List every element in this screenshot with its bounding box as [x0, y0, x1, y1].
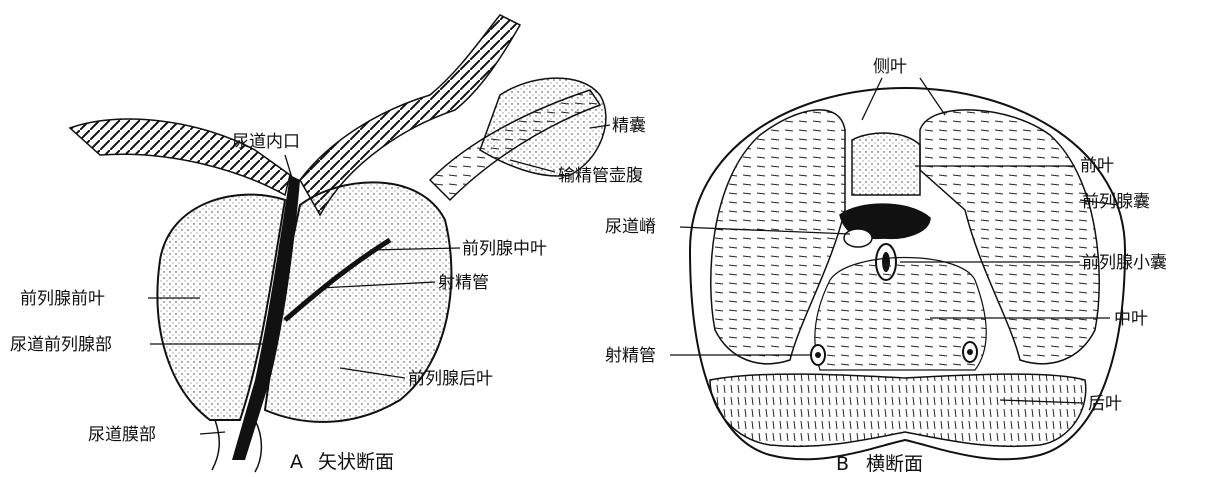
label-anterior-lobe-a: 前列腺前叶 [20, 289, 105, 309]
label-ampulla: 输精管壶腹 [558, 166, 643, 186]
caption-letter-b: B [836, 453, 849, 475]
ejaculatory-duct-left-lumen [815, 352, 821, 358]
bladder-wall-right [300, 15, 520, 215]
label-membranous-urethra: 尿道膜部 [88, 425, 156, 445]
label-posterior-lobe-a: 前列腺后叶 [408, 369, 493, 389]
label-prostatic-urethra: 尿道前列腺部 [10, 335, 112, 355]
label-lateral-lobe: 侧叶 [873, 57, 907, 77]
label-ejaculatory-duct-a: 射精管 [438, 273, 489, 293]
label-middle-lobe-a: 前列腺中叶 [462, 239, 547, 259]
label-urethral-crest: 尿道嵴 [605, 217, 656, 237]
label-ejaculatory-duct-b: 射精管 [605, 346, 656, 366]
urethral-crest-shape [844, 229, 872, 247]
label-middle-lobe-b: 中叶 [1114, 309, 1148, 329]
middle-lobe-b [815, 258, 986, 371]
label-anterior-lobe-b: 前叶 [1080, 156, 1114, 176]
bladder-wall-left [70, 119, 290, 195]
label-prostatic-utricle: 前列腺小囊 [1082, 253, 1167, 273]
panel-b-transverse: 侧叶 前叶 前列腺囊 尿道嵴 前列腺小囊 中叶 射精管 后叶 B 横断面 [605, 57, 1167, 475]
anterior-lobe-b [852, 133, 920, 195]
panel-a-sagittal: 尿道内口 精囊 输精管壶腹 前列腺中叶 射精管 前列腺前叶 尿道前列腺部 前列腺… [10, 15, 646, 473]
label-seminal-vesicle: 精囊 [612, 116, 646, 136]
label-posterior-lobe-b: 后叶 [1088, 394, 1122, 414]
label-internal-urethral-orifice: 尿道内口 [232, 132, 300, 152]
ejaculatory-duct-right-lumen [967, 349, 973, 355]
caption-b: 横断面 [866, 453, 923, 475]
caption-a: 矢状断面 [318, 451, 394, 473]
label-prostate-capsule: 前列腺囊 [1082, 192, 1150, 212]
caption-letter-a: A [290, 451, 303, 473]
